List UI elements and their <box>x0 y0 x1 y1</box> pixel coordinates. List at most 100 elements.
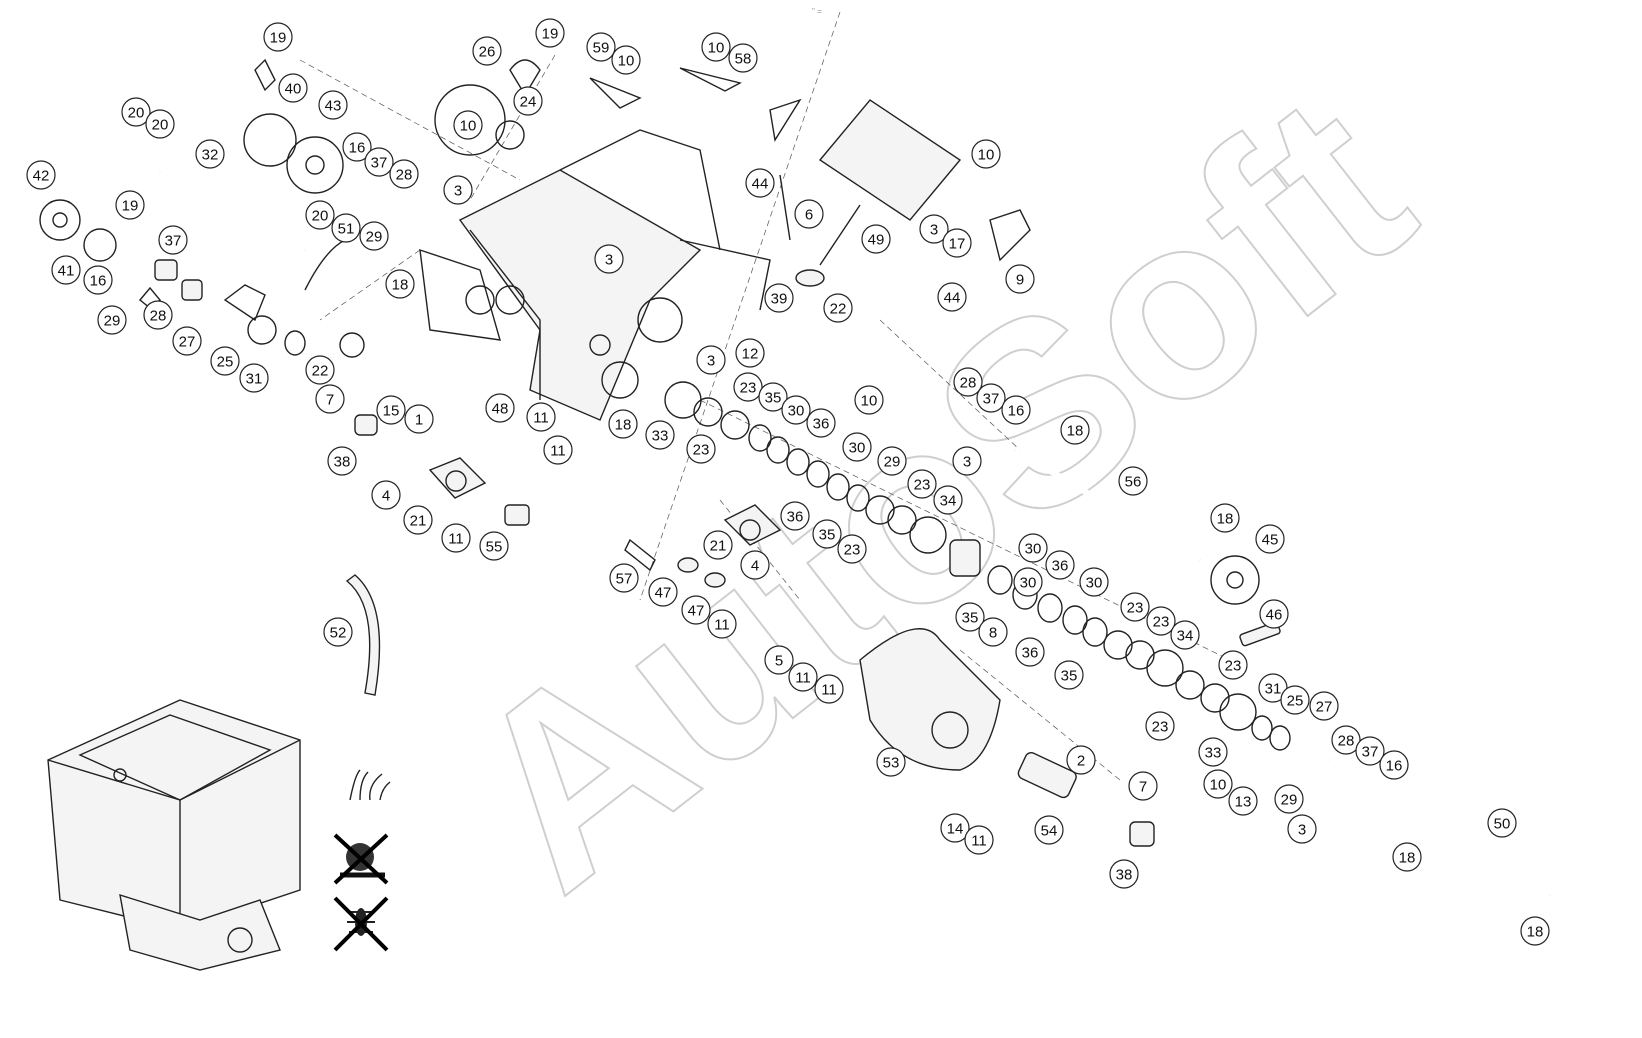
callout-circle <box>305 355 335 385</box>
callout-number: 23 <box>693 442 710 459</box>
callout-23: 23 <box>1146 606 1176 636</box>
callout-number: 26 <box>479 44 496 61</box>
callout-circle <box>1198 737 1228 767</box>
callout-circle <box>1255 524 1285 554</box>
callout-circle <box>323 617 353 647</box>
callout-51: 51 <box>331 213 361 243</box>
callout-27: 27 <box>172 326 202 356</box>
callout-38: 38 <box>1109 859 1139 889</box>
callout-circle <box>842 432 872 462</box>
callout-number: 3 <box>454 183 462 200</box>
callout-circle <box>728 43 758 73</box>
callout-number: 12 <box>742 346 759 363</box>
spreader-hopper <box>47 699 301 971</box>
callout-22: 22 <box>305 355 335 385</box>
callout-28: 28 <box>953 367 983 397</box>
callout-23: 23 <box>1120 592 1150 622</box>
callout-number: 30 <box>1025 541 1042 558</box>
callout-circle <box>933 485 963 515</box>
callout-40: 40 <box>278 73 308 103</box>
callout-27: 27 <box>1309 691 1339 721</box>
callout-number: 14 <box>947 821 964 838</box>
callout-circle <box>1001 395 1031 425</box>
callout-number: 3 <box>930 222 938 239</box>
callout-3: 3 <box>919 214 949 244</box>
callout-circle <box>940 813 970 843</box>
callout-number: 18 <box>1399 850 1416 867</box>
callout-number: 15 <box>383 403 400 420</box>
callout-number: 39 <box>771 291 788 308</box>
callout-54: 54 <box>1034 815 1064 845</box>
callout-number: 55 <box>486 539 503 556</box>
callout-35: 35 <box>955 602 985 632</box>
callout-3: 3 <box>1287 814 1317 844</box>
callout-number: 23 <box>1152 719 1169 736</box>
callout-number: 32 <box>202 147 219 164</box>
callout-circle <box>1120 592 1150 622</box>
callout-58: 58 <box>728 43 758 73</box>
callout-circle <box>1280 685 1310 715</box>
callout-10: 10 <box>971 139 1001 169</box>
callout-number: 35 <box>1061 668 1078 685</box>
callout-47: 47 <box>681 595 711 625</box>
callout-circle <box>535 18 565 48</box>
left-shaft-assembly <box>39 113 346 356</box>
callout-number: 28 <box>396 167 413 184</box>
callout-10: 10 <box>453 110 483 140</box>
callout-23: 23 <box>686 434 716 464</box>
callout-25: 25 <box>1280 685 1310 715</box>
callout-circle <box>327 446 357 476</box>
callout-circle <box>919 214 949 244</box>
callout-18: 18 <box>1210 503 1240 533</box>
callout-circle <box>453 110 483 140</box>
callout-circle <box>115 190 145 220</box>
callout-36: 36 <box>1015 637 1045 667</box>
callout-number: 11 <box>448 531 464 548</box>
callout-number: 20 <box>312 208 329 225</box>
callout-number: 11 <box>714 617 730 634</box>
callout-circle <box>586 32 616 62</box>
callout-circle <box>707 609 737 639</box>
callout-31: 31 <box>239 363 269 393</box>
levers <box>624 538 726 588</box>
callout-circle <box>907 469 937 499</box>
callout-circle <box>51 255 81 285</box>
callout-circle <box>143 300 173 330</box>
callout-9: 9 <box>1005 264 1035 294</box>
callout-19: 19 <box>115 190 145 220</box>
callout-circle <box>239 363 269 393</box>
callout-number: 34 <box>940 493 957 510</box>
callout-number: 29 <box>884 454 901 471</box>
callout-circle <box>781 395 811 425</box>
bearings <box>339 332 782 546</box>
callout-18: 18 <box>1392 842 1422 872</box>
callout-circle <box>1018 533 1048 563</box>
callout-number: 3 <box>963 454 971 471</box>
callout-circle <box>648 577 678 607</box>
callout-number: 43 <box>325 98 342 115</box>
callout-26: 26 <box>472 36 502 66</box>
callout-circle <box>472 36 502 66</box>
callout-number: 36 <box>1052 558 1069 575</box>
callout-circle <box>443 175 473 205</box>
callout-number: 57 <box>616 571 633 588</box>
callout-28: 28 <box>143 300 173 330</box>
callout-number: 20 <box>152 117 169 134</box>
callout-circle <box>1287 814 1317 844</box>
callout-circle <box>1118 466 1148 496</box>
callout-circle <box>1054 660 1084 690</box>
callout-number: 10 <box>1210 777 1227 794</box>
callout-number: 18 <box>1217 511 1234 528</box>
callout-16: 16 <box>1001 395 1031 425</box>
callout-37: 37 <box>1355 736 1385 766</box>
callout-number: 3 <box>605 252 613 269</box>
callout-2: 2 <box>1066 745 1096 775</box>
callout-number: 11 <box>533 410 549 427</box>
callout-circle <box>376 395 406 425</box>
callout-number: 22 <box>830 301 847 318</box>
callout-circle <box>837 534 867 564</box>
callout-circle <box>1079 567 1109 597</box>
callout-circle <box>611 45 641 75</box>
callout-number: 53 <box>883 755 900 772</box>
